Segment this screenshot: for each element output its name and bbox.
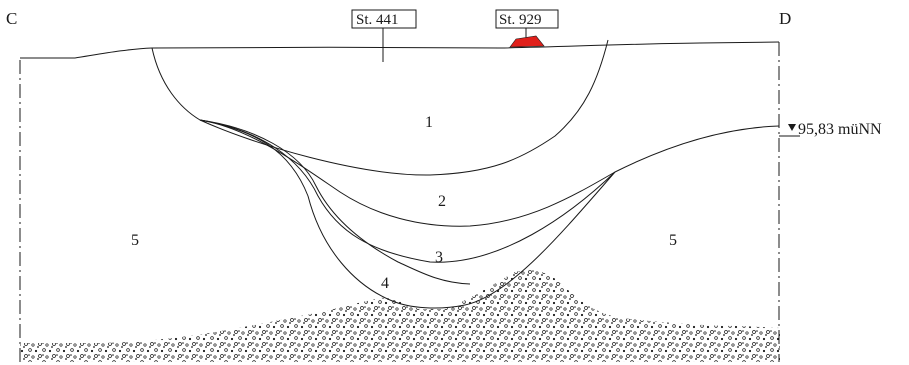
layer-label-2: 2 [438, 193, 446, 210]
corner-label-left: C [6, 9, 17, 28]
gravel-layer [20, 270, 780, 362]
layer-1-bowl-line [151, 39, 609, 176]
elevation-triangle-icon [788, 124, 796, 131]
station-929-feature [509, 35, 545, 48]
station-441: St. 441 [351, 9, 417, 62]
basin-base-line [199, 119, 616, 309]
layer-4-boundary-line [199, 119, 471, 285]
station-441-box [351, 9, 417, 29]
layer-label-5-right: 5 [669, 232, 677, 249]
layer-label-5-left: 5 [131, 232, 139, 249]
station-929-box [495, 9, 559, 29]
layer-label-4: 4 [381, 275, 389, 292]
layer-label-1: 1 [425, 114, 433, 131]
elevation-label: 95,83 müNN [798, 121, 882, 138]
layer-2-boundary-line [199, 119, 780, 227]
station-929: St. 929 [495, 9, 559, 48]
ground-surface-line [20, 41, 780, 59]
elevation-marker: 95,83 müNN [779, 121, 882, 138]
layer-label-3: 3 [435, 249, 443, 266]
station-441-label: St. 441 [356, 12, 399, 28]
corner-label-right: D [779, 9, 791, 28]
station-929-label: St. 929 [499, 12, 542, 28]
